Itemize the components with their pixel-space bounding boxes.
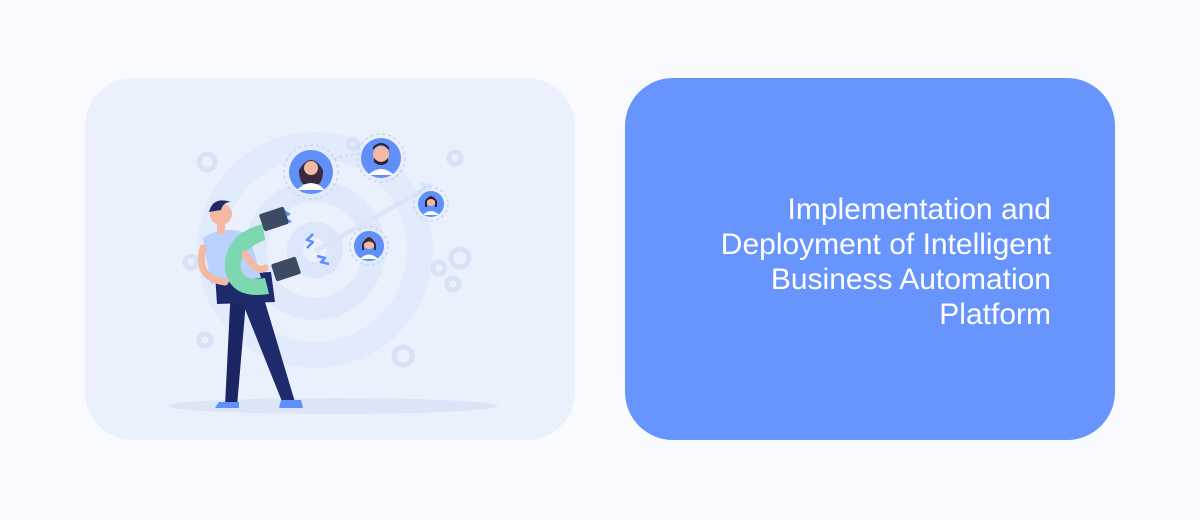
title-card: Implementation and Deployment of Intelli… [625, 78, 1115, 440]
person-with-magnet-attracting-customers-icon [168, 132, 498, 414]
page-title: Implementation and Deployment of Intelli… [720, 193, 1051, 331]
illustration-card [85, 78, 575, 440]
